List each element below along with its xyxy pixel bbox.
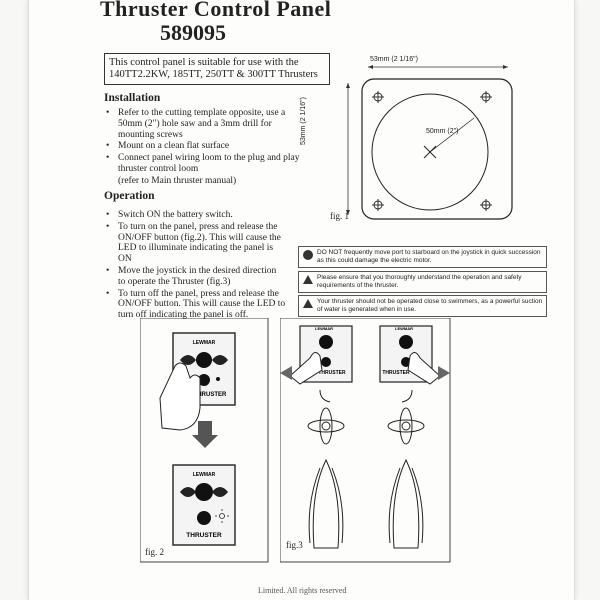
operation-item: To turn off the panel, press and release… xyxy=(104,289,286,321)
fig2-illustration: LEWMAR THRUSTER LEWMAR THRUSTER xyxy=(140,318,269,563)
warning-icon xyxy=(303,275,313,284)
cutting-template-figure xyxy=(346,65,513,220)
fig3-brand-left: LEWMAR xyxy=(315,326,333,331)
operation-item: To turn on the panel, press and release … xyxy=(104,222,286,265)
document-title: Thruster Control Panel xyxy=(100,0,332,21)
product-code: 589095 xyxy=(160,20,226,45)
height-dimension: 53mm (2 1/16") xyxy=(300,96,307,145)
fig3-panel-label-left: THRUSTER xyxy=(318,370,346,376)
fig3-label: fig.3 xyxy=(286,540,303,550)
installation-item: Refer to the cutting template opposite, … xyxy=(104,108,304,140)
fig3-panel-label-right: THRUSTER xyxy=(382,370,410,376)
fig2-panel-label-bottom: THRUSTER xyxy=(186,532,222,539)
warning-text: Please ensure that you thoroughly unders… xyxy=(317,274,522,289)
hole-dimension: 50mm (2") xyxy=(426,128,459,135)
warning-box: Please ensure that you thoroughly unders… xyxy=(298,271,547,293)
warning-text: Your thruster should not be operated clo… xyxy=(317,298,543,313)
installation-item: Mount on a clean flat surface xyxy=(104,141,304,152)
suitability-box: This control panel is suitable for use w… xyxy=(104,53,330,85)
operation-list: Switch ON the battery switch. To turn on… xyxy=(104,210,286,322)
installation-heading: Installation xyxy=(104,92,161,104)
operation-item: Switch ON the battery switch. xyxy=(104,210,286,221)
fig1-label: fig. 1 xyxy=(330,211,349,221)
warning-box: Your thruster should not be operated clo… xyxy=(298,295,547,317)
operation-item: Move the joystick in the desired directi… xyxy=(104,266,286,288)
fig3-illustration: LEWMAR THRUSTER LEWMAR THRUSTER xyxy=(280,318,451,563)
installation-list: Refer to the cutting template opposite, … xyxy=(104,108,304,176)
fig2-brand-bottom: LEWMAR xyxy=(193,472,216,478)
warning-icon xyxy=(303,299,313,308)
operation-heading: Operation xyxy=(104,190,155,202)
warning-box: DO NOT frequently move port to starboard… xyxy=(298,246,547,268)
no-entry-icon xyxy=(303,250,313,260)
width-dimension: 53mm (2 1/16") xyxy=(370,56,419,63)
fig2-label: fig. 2 xyxy=(145,547,164,557)
fig3-brand-right: LEWMAR xyxy=(395,326,413,331)
fig2-brand-top: LEWMAR xyxy=(193,340,216,346)
copyright-footer: Limited. All rights reserved xyxy=(258,586,347,595)
fig2-panel-label-top: THRUSTER xyxy=(194,392,227,398)
warning-text: DO NOT frequently move port to starboard… xyxy=(317,249,541,264)
installation-item: Connect panel wiring loom to the plug an… xyxy=(104,153,304,175)
installation-note: (refer to Main thruster manual) xyxy=(118,176,237,186)
